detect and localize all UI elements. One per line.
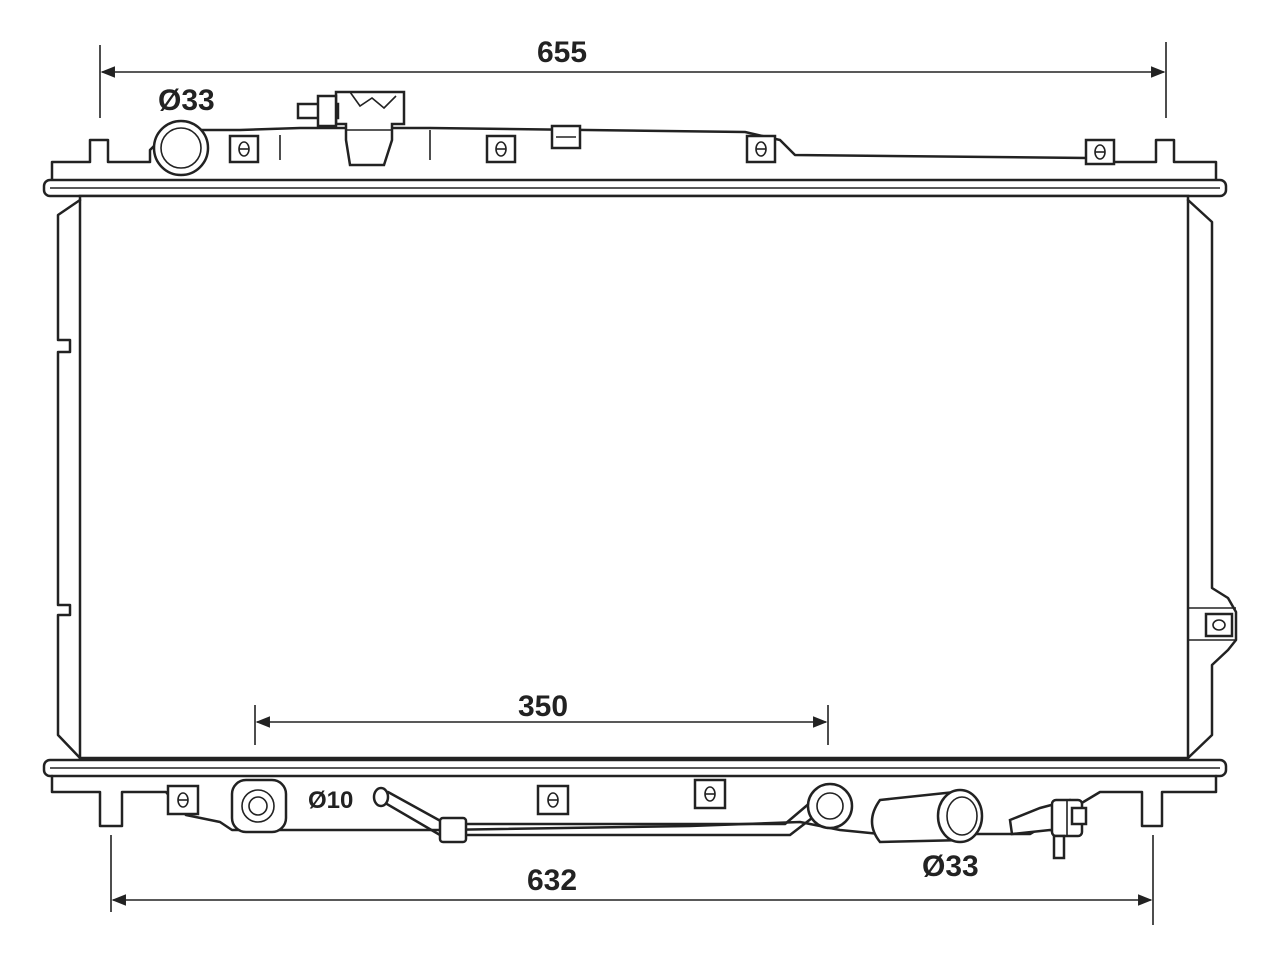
top-inlet-pipe (152, 119, 210, 177)
top-mount-tab (485, 134, 517, 164)
top-mount-tab (745, 134, 777, 164)
temperature-sensor (1008, 798, 1088, 860)
top-mount-tab (1084, 138, 1116, 166)
bottom-outlet-diameter-label: Ø33 (922, 850, 979, 883)
outlet-spacing-dimension: 350 (254, 690, 829, 745)
bottom-mount-tab (536, 784, 570, 816)
bottom-tank: Ø10 Ø33 (42, 758, 1228, 883)
bottom-mount-tab (166, 784, 200, 816)
top-inlet-diameter-label: Ø33 (158, 84, 215, 117)
outlet-spacing-label: 350 (518, 690, 568, 723)
top-mount-tab (228, 134, 260, 164)
filler-neck (296, 90, 406, 167)
radiator-core (56, 194, 1238, 760)
overall-width-dimension: 655 (99, 36, 1167, 118)
overall-width-label: 655 (537, 36, 587, 69)
bottom-mount-tab (693, 778, 727, 810)
side-mount-tab (1204, 612, 1234, 638)
top-tank: Ø33 (42, 84, 1228, 198)
small-pipe-diameter-label: Ø10 (308, 787, 353, 814)
bottom-width-label: 632 (527, 864, 577, 897)
bottom-width-dimension: 632 (110, 835, 1154, 925)
drain-plug (230, 778, 288, 834)
small-transmission-pipe (372, 782, 854, 844)
bottom-outlet-pipe (870, 788, 984, 844)
